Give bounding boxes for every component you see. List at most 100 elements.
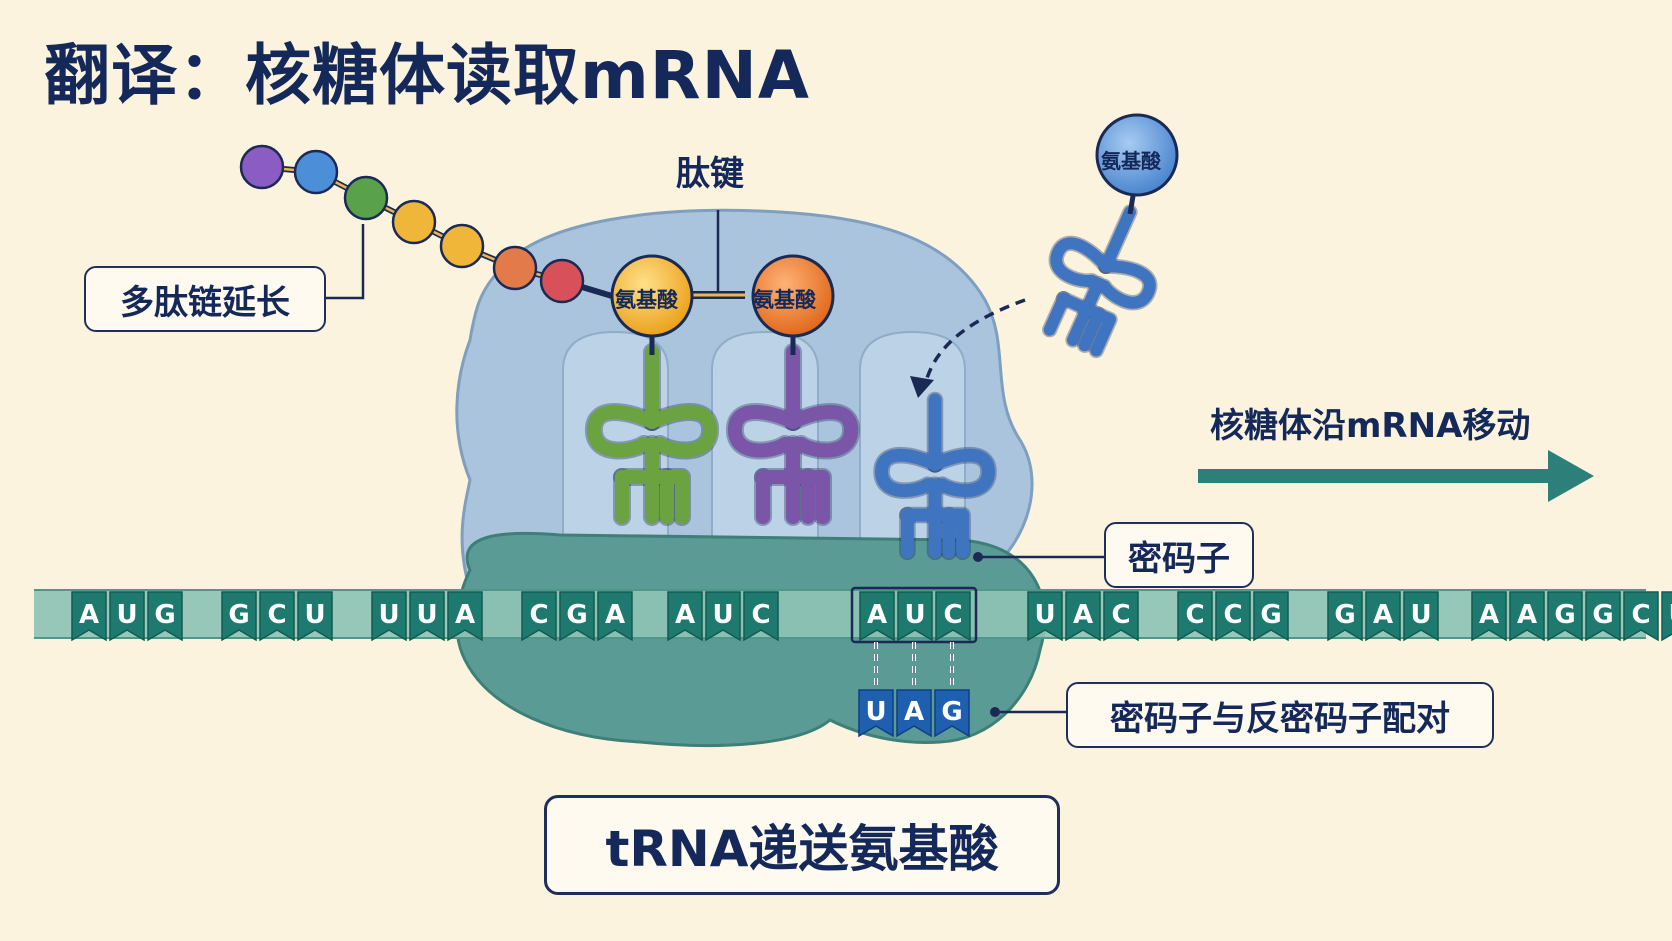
- mrna-base-tag: [1065, 591, 1101, 642]
- mrna-base-tag: [147, 591, 183, 642]
- trna-stem: [900, 508, 970, 559]
- mrna-base-tag: [1215, 591, 1251, 642]
- codon-leader-dot: [973, 552, 983, 562]
- mrna-base: A: [859, 591, 895, 642]
- mrna-base-tag: [259, 591, 295, 642]
- amino-acid-label-p: 氨基酸: [615, 288, 678, 312]
- amino-acid-bead-icon: [539, 258, 585, 304]
- trna-blue-icon: [873, 391, 997, 561]
- mrna-base-tag: [71, 591, 107, 642]
- amino-acid-label-a: 氨基酸: [753, 288, 816, 312]
- trna-stem: [1067, 303, 1093, 347]
- amino-acid-orange-icon: [751, 254, 835, 338]
- mrna-base: G: [1327, 591, 1363, 642]
- mrna-base: G: [1585, 591, 1621, 642]
- mrna-base: C: [743, 591, 779, 642]
- mrna-base-letter: U: [304, 600, 325, 630]
- mrna-base-letter: U: [1668, 600, 1672, 630]
- incoming-trna-arrowhead: [910, 376, 934, 398]
- trna-stem: [756, 470, 830, 524]
- amino-acid-bead-icon: [239, 144, 285, 190]
- mrna-base-tag: [521, 591, 557, 642]
- mrna-base-letter: A: [1373, 600, 1393, 630]
- mrna-base: C: [259, 591, 295, 642]
- mrna-base: U: [409, 591, 445, 642]
- mrna-base: C: [1215, 591, 1251, 642]
- mrna-base: G: [147, 591, 183, 642]
- mrna-base-letter: U: [378, 600, 399, 630]
- mrna-base-letter: G: [566, 600, 587, 630]
- mrna-base-letter: U: [904, 600, 925, 630]
- polypeptide-chain: [239, 144, 613, 304]
- mrna-base-letter: C: [1223, 600, 1242, 630]
- mrna-base-tag: [371, 591, 407, 642]
- polypeptide-leader: [322, 224, 365, 300]
- mrna-base-letter: C: [529, 600, 548, 630]
- trna-green-icon: [585, 343, 719, 526]
- movement-arrow-shaft: [1198, 469, 1558, 483]
- trna-stem: [928, 448, 995, 498]
- mrna-base-tag: [1661, 591, 1672, 642]
- mrna-base: A: [1509, 591, 1545, 642]
- mrna-base-letter: G: [154, 600, 175, 630]
- mrna-base-tag: [109, 591, 145, 642]
- mrna-base-letter: C: [751, 600, 770, 630]
- mrna-base-letter: C: [1111, 600, 1130, 630]
- trna-stem: [645, 405, 717, 458]
- mrna-base: C: [521, 591, 557, 642]
- mrna-base: U: [897, 591, 933, 642]
- mrna-base-tag: [897, 591, 933, 642]
- amino-acid-blue-icon: [1095, 113, 1179, 197]
- mrna-base-letter: A: [1479, 600, 1499, 630]
- mrna-base: A: [667, 591, 703, 642]
- amino-acid-group: [610, 113, 1179, 355]
- mrna-base: A: [1365, 591, 1401, 642]
- mrna-base-tag: [221, 591, 257, 642]
- mrna-base: A: [1471, 591, 1507, 642]
- anticodon-base-letter: A: [904, 697, 924, 727]
- page-title: 翻译：核糖体读取mRNA: [44, 37, 810, 114]
- mrna-base: U: [1403, 591, 1439, 642]
- mrna-base-tag: [1365, 591, 1401, 642]
- movement-label: 核糖体沿mRNA移动: [1210, 406, 1531, 446]
- anticodon-base-tag: [934, 689, 970, 738]
- trna-stem: [728, 405, 800, 458]
- mrna-base: U: [371, 591, 407, 642]
- mrna-base-tag: [1253, 591, 1289, 642]
- amino-acid-bead-icon: [492, 245, 538, 291]
- mrna-base-letter: A: [1073, 600, 1093, 630]
- mrna-base: A: [1065, 591, 1101, 642]
- trna-purple-icon: [726, 343, 860, 526]
- mrna-base-letter: U: [1034, 600, 1055, 630]
- mrna-base-tag: [447, 591, 483, 642]
- mrna-base-tag: [409, 591, 445, 642]
- mrna-base-tag: [297, 591, 333, 642]
- mrna-base-tag: [597, 591, 633, 642]
- anticodon-base-letter: G: [941, 697, 962, 727]
- mrna-base-letter: A: [79, 600, 99, 630]
- mrna-base: C: [1623, 591, 1659, 642]
- mrna-base-letter: G: [1554, 600, 1575, 630]
- trna-stem: [1043, 292, 1070, 336]
- mrna-base: U: [109, 591, 145, 642]
- mrna-base: C: [1177, 591, 1213, 642]
- anticodon-base: U: [858, 689, 894, 738]
- codon-label: 密码子: [1104, 522, 1254, 588]
- amino-acid-bead-icon: [293, 149, 339, 195]
- mrna-base-tag: [1403, 591, 1439, 642]
- trna-stem: [1099, 206, 1136, 273]
- mrna-base: U: [705, 591, 741, 642]
- mrna-base: A: [71, 591, 107, 642]
- incoming-trna-arrow: [923, 298, 1026, 386]
- anticodon-base-tag: [896, 689, 932, 738]
- mrna-base-tag: [559, 591, 595, 642]
- mrna-base-letter: C: [1631, 600, 1650, 630]
- mrna-base-letter: A: [455, 600, 475, 630]
- mrna-base-letter: G: [228, 600, 249, 630]
- mrna-base-tag: [1623, 591, 1659, 642]
- amino-acid-yellow-icon: [610, 254, 694, 338]
- anticodon-base: A: [896, 689, 932, 738]
